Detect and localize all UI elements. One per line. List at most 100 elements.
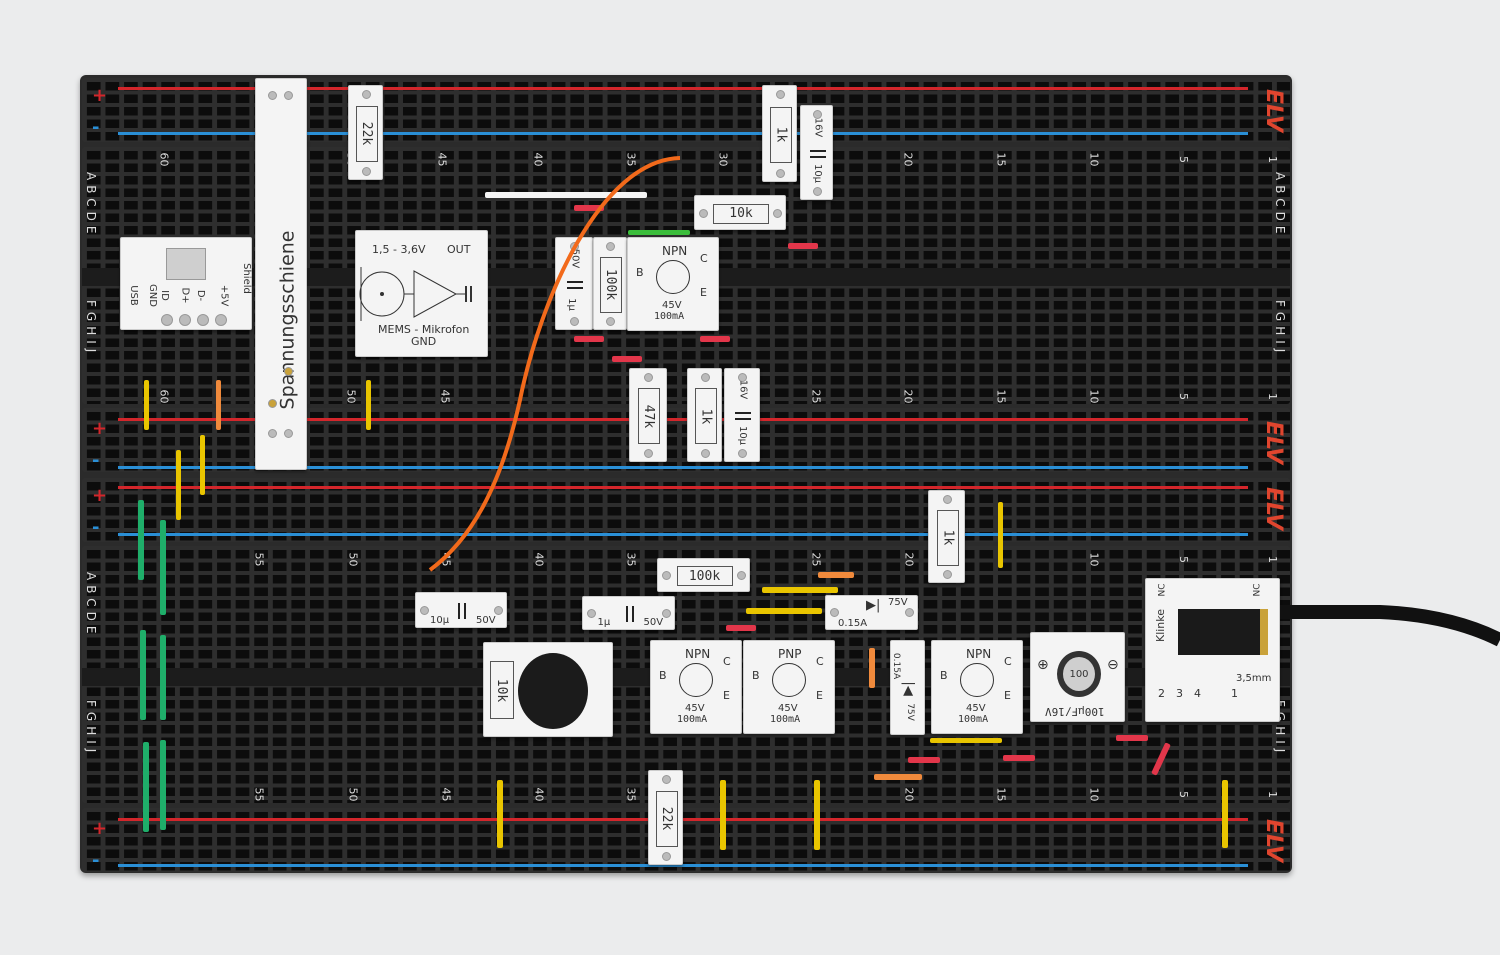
mems-microphone-module: 1,5 - 3,6V OUT MEMS - Mikrofon GND [355,230,488,357]
pin-pad [161,314,173,326]
transistor-current: 100mA [770,714,801,725]
transistor-current: 100mA [958,714,989,725]
rail-line-blue [118,466,1248,469]
transistor-type: NPN [662,244,688,258]
jumper-wire-yellow [176,450,181,520]
resistor-value: 1k [698,408,713,424]
pin-e: E [723,689,730,702]
plus-sign: + [92,485,108,506]
jumper-wire-yellow [998,502,1003,568]
row-letters: ABCDE [84,572,98,639]
pin-e: E [816,689,823,702]
transistor-symbol-icon [772,663,806,697]
brand-logo: ELV [1261,818,1287,863]
capacitor-symbol-icon [567,280,583,289]
column-number: 15 [994,152,1008,167]
column-number: 5 [1177,791,1190,798]
column-number: 60 [157,389,171,404]
column-number: 50 [344,389,358,404]
pin-e: E [1004,689,1011,702]
jumper-wire-red [700,336,730,342]
jack-size-label: 3,5mm [1236,673,1272,684]
column-number: 20 [901,389,915,404]
rail-line-blue [118,132,1248,135]
resistor-module-r_100k_v: 100k [593,237,627,330]
capacitor-voltage: 16V [737,379,749,400]
resistor-value: 22k [659,806,675,831]
potentiometer-knob[interactable] [518,653,588,729]
jumper-wire-yellow [720,780,726,850]
jack-nc-label: NC [1252,583,1263,597]
jumper-wire-green [160,740,166,830]
capacitor-value: 10µ [811,163,823,183]
transistor-rating: 45V [966,703,986,714]
mic-supply-label: 1,5 - 3,6V [372,243,426,256]
column-number: 30 [716,152,730,167]
brand-logo: ELV [1261,420,1287,465]
jumper-wire-red [612,356,642,362]
jumper-wire-green [160,635,166,720]
column-number: 1 [1266,791,1279,798]
diode-symbol-icon: ▶| [866,598,881,613]
usb-pin-label: D+ [179,287,191,304]
column-number: 1 [1266,393,1279,400]
column-number: 45 [438,389,452,404]
column-number: 15 [994,787,1008,802]
jumper-wire-yellow [1222,780,1228,848]
microphone-symbol-icon [359,267,472,321]
pin-c: C [700,252,708,265]
electrolytic-capacitor-module: 100⊕⊖100µF/16V [1030,632,1125,722]
pin-b: B [940,669,948,682]
capacitor-value: 10µ [737,425,749,446]
pin-c: C [816,655,824,668]
column-number: 20 [901,152,915,167]
diode-current: 0.15A [838,618,868,629]
column-number: 55 [252,787,266,802]
row-letters: ABCDE [1273,172,1287,239]
pin-pad [197,314,209,326]
column-number: 15 [994,389,1008,404]
capacitor-voltage: 50V [643,617,664,628]
resistor-module-r_47k: 47k [629,368,667,462]
pin-b: B [752,669,760,682]
column-number: 1 [1266,556,1279,563]
column-number: 10 [1087,552,1101,567]
jumper-wire-red [1003,755,1035,761]
column-number: 40 [532,787,546,802]
diode-voltage: 75V [904,703,915,721]
rail-line-red [118,418,1248,421]
jumper-wire-red [574,336,604,342]
potentiometer-module: 10k [483,642,613,737]
jumper-wire-orange [869,648,875,688]
transistor-rating: 45V [662,300,682,311]
jumper-wire-red [788,243,818,249]
jumper-wire-white [485,192,647,198]
capacitor-symbol-icon [625,606,634,622]
plus-sign: + [92,818,108,839]
capacitor-module-c_10u_mid: 10µ 16V [724,368,760,462]
column-number: 10 [1087,389,1101,404]
diode-voltage: 75V [888,597,908,608]
minus-sign: - [92,117,100,138]
column-number: 25 [809,389,823,404]
row-letters: FGHIJ [1273,300,1287,358]
minus-icon: ⊖ [1107,657,1119,673]
resistor-value: 1k [940,529,955,546]
column-number: 45 [439,787,453,802]
audio-jack-module: Klinke NC NC 3,5mm 2 3 4 1 [1145,578,1280,722]
row-letters: FGHIJ [84,700,98,758]
jumper-wire-yellow [746,608,822,614]
capacitor-voltage: 16V [811,117,823,137]
transistor-current: 100mA [677,714,708,725]
capacitor-symbol-icon [735,412,751,420]
jack-pin-label: 4 [1194,687,1201,700]
capacitor-voltage: 50V [476,615,496,626]
resistor-value: 100k [676,566,733,586]
capacitor-value: 10µ [430,615,450,626]
column-number: 45 [439,552,453,567]
resistor-module-r_1k_right: 1k [928,490,965,583]
column-number: 20 [902,552,916,567]
